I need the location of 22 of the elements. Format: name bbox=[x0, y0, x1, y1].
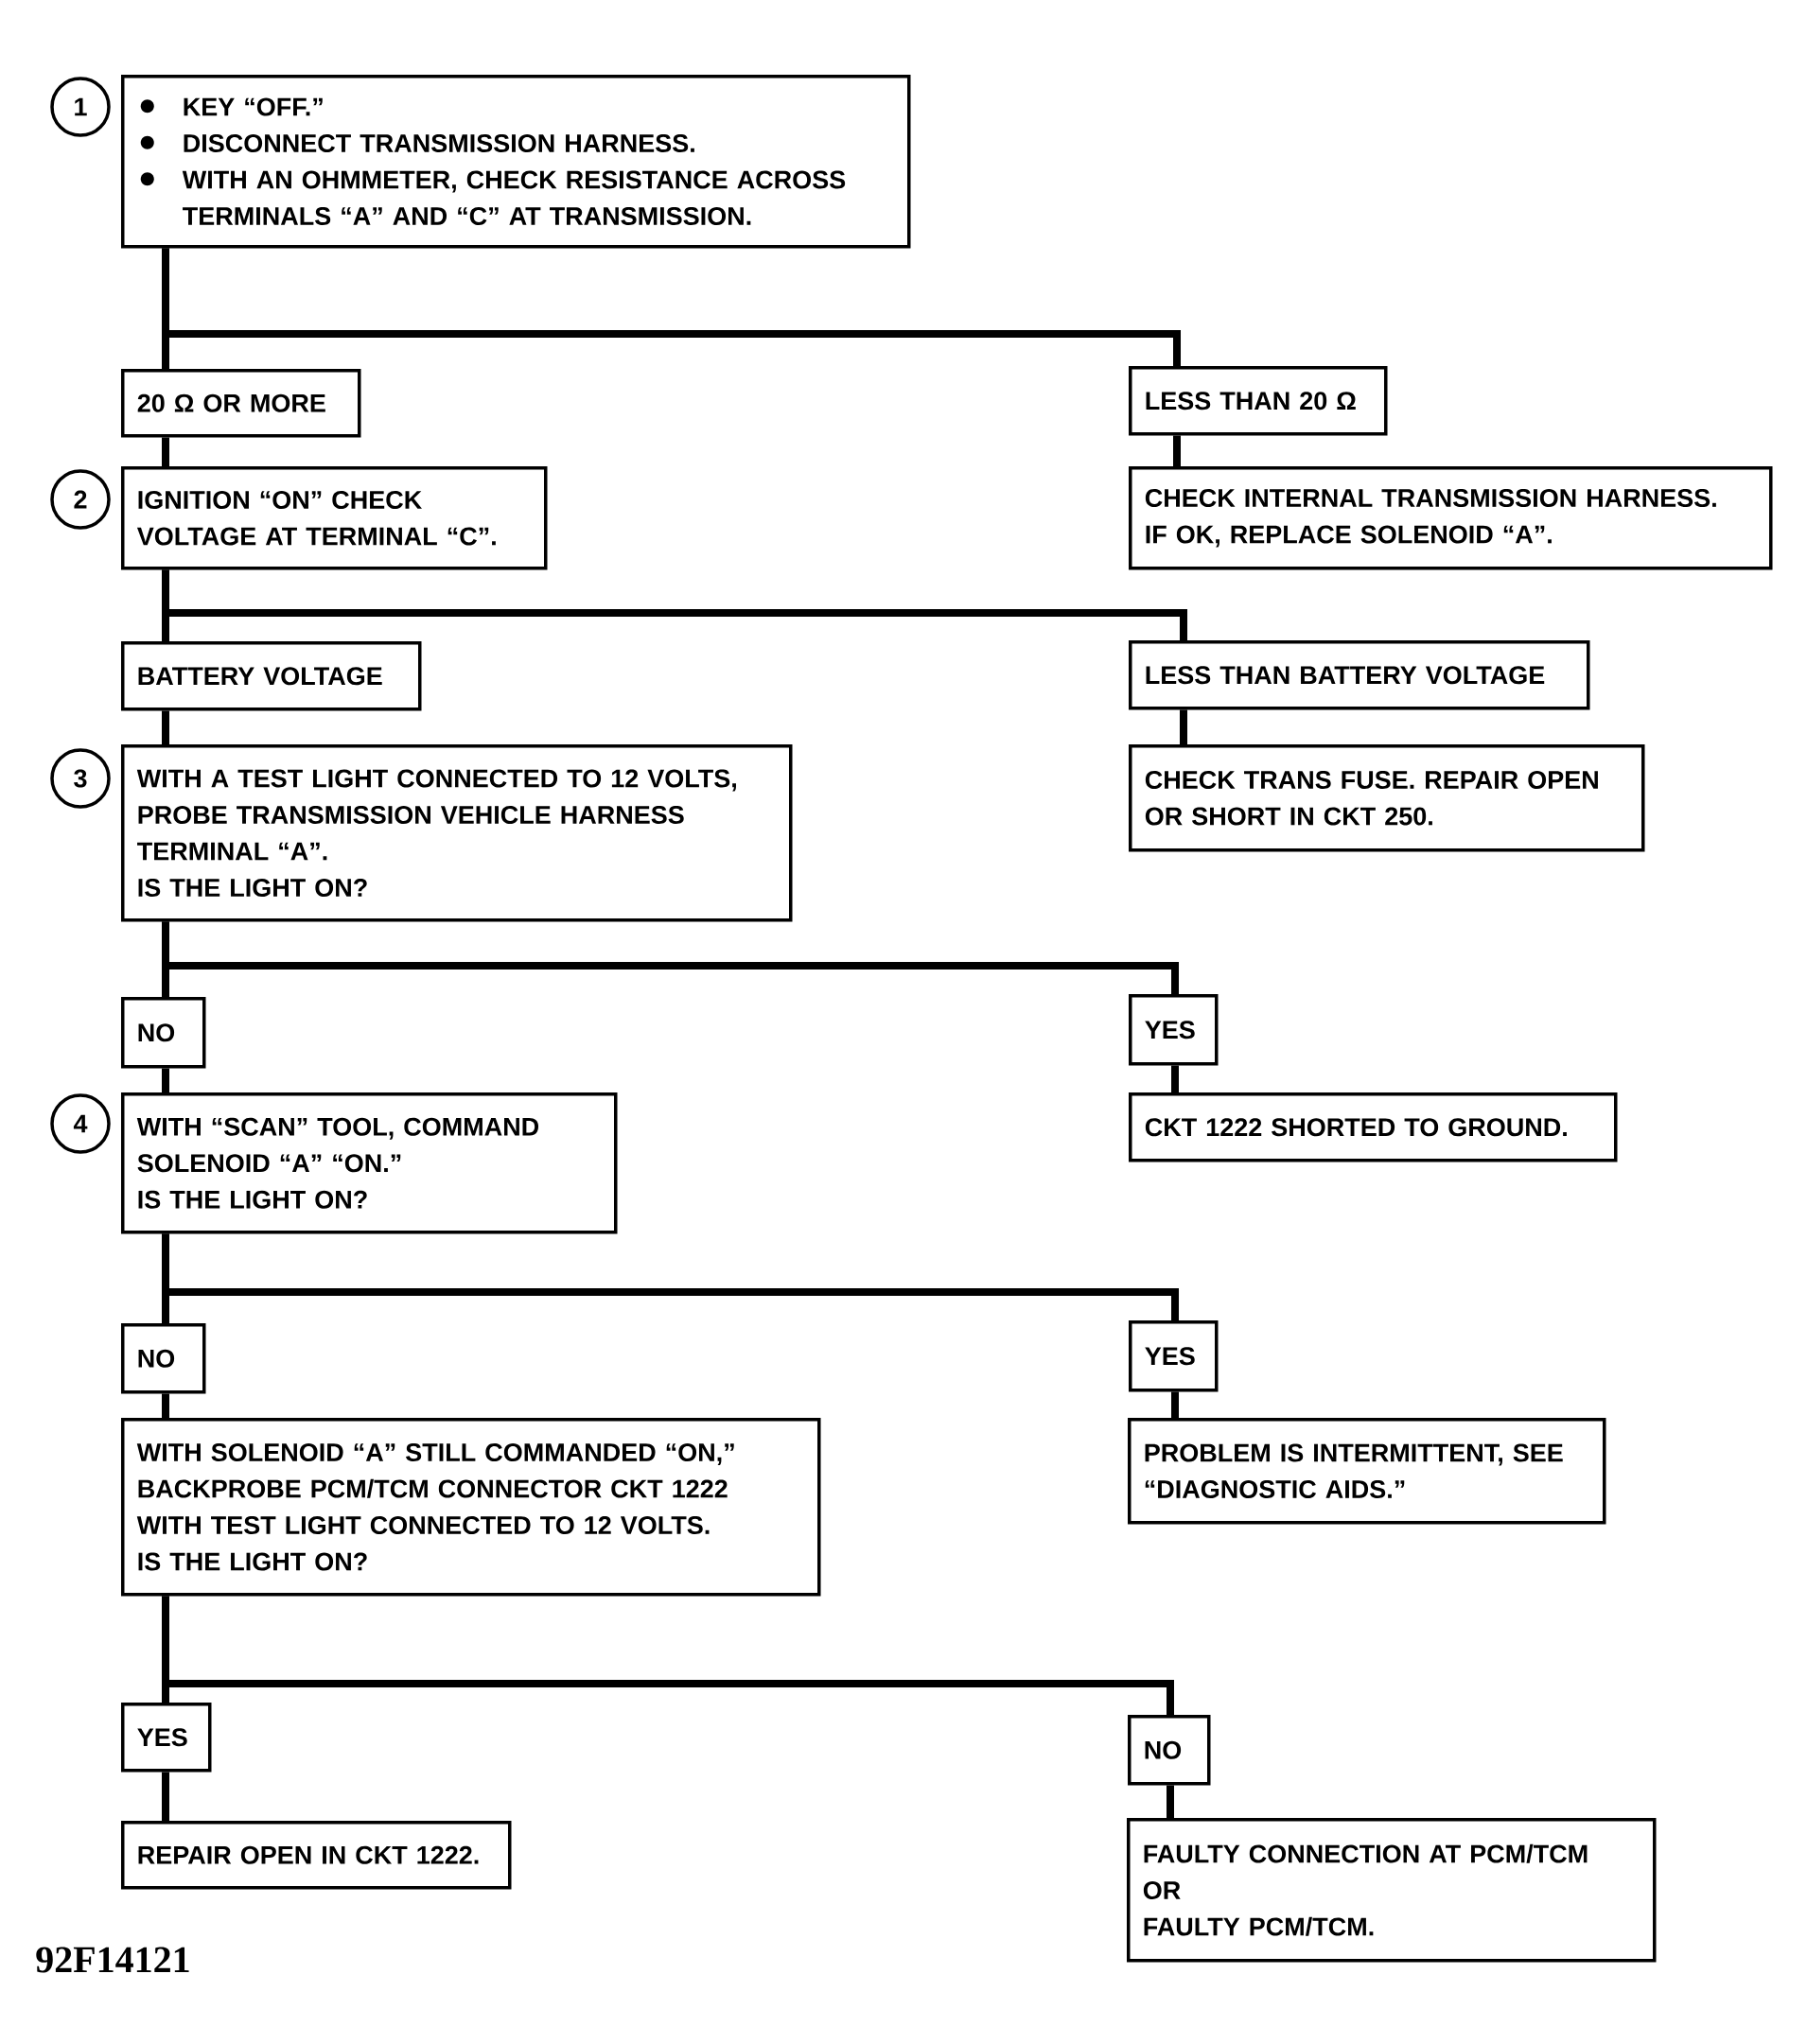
result-box: REPAIR OPEN IN CKT 1222. bbox=[121, 1821, 512, 1890]
condition-box: NO bbox=[121, 1323, 206, 1394]
condition-box: YES bbox=[121, 1703, 212, 1773]
condition-box: NO bbox=[121, 997, 206, 1069]
condition-box: LESS THAN 20 Ω bbox=[1129, 366, 1388, 436]
condition-box: YES bbox=[1129, 1320, 1219, 1392]
result-box: CKT 1222 SHORTED TO GROUND. bbox=[1129, 1092, 1618, 1162]
condition-box: YES bbox=[1129, 994, 1219, 1066]
condition-box: BATTERY VOLTAGE bbox=[121, 641, 422, 711]
condition-box: LESS THAN BATTERY VOLTAGE bbox=[1129, 640, 1590, 710]
condition-box: 20 Ω OR MORE bbox=[121, 369, 361, 438]
result-box: CHECK TRANS FUSE. REPAIR OPEN OR SHORT IN CKT 250. bbox=[1129, 744, 1645, 852]
figure-code: 92F14121 bbox=[36, 1947, 189, 1973]
step-box: KEY “OFF.” DISCONNECT TRANSMISSION HARNESS. WITH AN OHMMETER, CHECK RESISTANCE ACROSS TERMINALS “A” AND “C” AT TRANSMISSION. bbox=[121, 75, 911, 249]
result-box: PROBLEM IS INTERMITTENT, SEE “DIAGNOSTIC AIDS.” bbox=[1128, 1418, 1606, 1525]
result-box: FAULTY CONNECTION AT PCM/TCM OR FAULTY PCM/TCM. bbox=[1127, 1818, 1657, 1963]
step-box: WITH “SCAN” TOOL, COMMAND SOLENOID “A” “ON.” IS THE LIGHT ON? bbox=[121, 1092, 618, 1234]
step-box: WITH SOLENOID “A” STILL COMMANDED “ON,” BACKPROBE PCM/TCM CONNECTOR CKT 1222 WITH TEST LIGHT CONNECTED TO 12 VOLTS. IS THE LIGHT ON? bbox=[121, 1418, 821, 1597]
result-box: CHECK INTERNAL TRANSMISSION HARNESS. IF OK, REPLACE SOLENOID “A”. bbox=[1129, 466, 1773, 570]
condition-box: NO bbox=[1128, 1715, 1211, 1786]
step-box: WITH A TEST LIGHT CONNECTED TO 12 VOLTS, PROBE TRANSMISSION VEHICLE HARNESS TERMINAL “A”. IS THE LIGHT ON? bbox=[121, 744, 793, 922]
step-box: IGNITION “ON” CHECK VOLTAGE AT TERMINAL “C”. bbox=[121, 466, 548, 570]
